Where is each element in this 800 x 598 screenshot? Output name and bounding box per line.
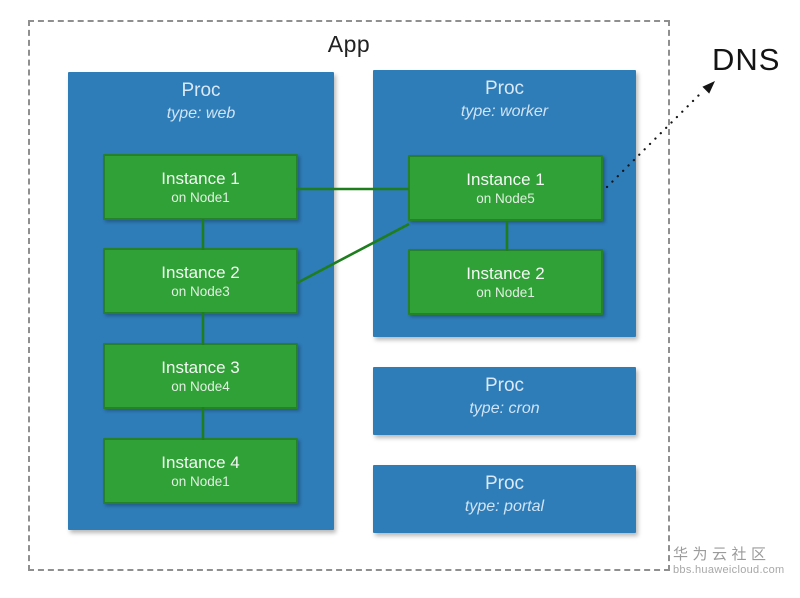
- proc-box-portal: Proc type: portal: [373, 465, 636, 533]
- proc-portal-header: Proc type: portal: [373, 465, 636, 518]
- instance-web-2: Instance 2 on Node3: [103, 248, 298, 314]
- proc-worker-title: Proc: [484, 78, 525, 99]
- proc-portal-title: Proc: [484, 473, 525, 494]
- instance-worker-1: Instance 1 on Node5: [408, 155, 603, 221]
- instance-node: on Node1: [476, 285, 535, 300]
- instance-name: Instance 1: [161, 169, 240, 188]
- instance-node: on Node5: [476, 191, 535, 206]
- instance-name: Instance 1: [466, 170, 545, 189]
- dns-label: DNS: [712, 42, 781, 77]
- proc-cron-type-label: type: cron: [469, 400, 540, 417]
- proc-cron-header: Proc type: cron: [373, 367, 636, 420]
- proc-cron-title: Proc: [484, 375, 525, 396]
- proc-box-cron: Proc type: cron: [373, 367, 636, 435]
- instance-name: Instance 4: [161, 453, 240, 472]
- proc-worker-header: Proc type: worker: [373, 70, 636, 123]
- proc-box-web: Proc type: web Instance 1 on Node1 Insta…: [68, 72, 334, 530]
- proc-portal-type-label: type: portal: [464, 498, 545, 515]
- instance-node: on Node1: [171, 190, 230, 205]
- proc-web-title: Proc: [181, 80, 221, 101]
- proc-web-type-label: type: web: [166, 105, 236, 122]
- app-boundary-box: [28, 20, 670, 571]
- dns-arrowhead-icon: [702, 81, 715, 94]
- proc-worker-type-label: type: worker: [460, 103, 549, 120]
- instance-name: Instance 2: [466, 264, 545, 283]
- instance-node: on Node1: [171, 474, 230, 489]
- instance-node: on Node3: [171, 284, 230, 299]
- proc-box-worker: Proc type: worker Instance 1 on Node5 In…: [373, 70, 636, 337]
- proc-web-header: Proc type: web: [68, 72, 334, 125]
- watermark: 华为云社区 bbs.huaweicloud.com: [673, 546, 784, 577]
- watermark-url-text: bbs.huaweicloud.com: [673, 564, 785, 576]
- instance-web-4: Instance 4 on Node1: [103, 438, 298, 504]
- watermark-community-text: 华为云社区: [673, 546, 771, 563]
- instance-web-3: Instance 3 on Node4: [103, 343, 298, 409]
- app-title: App: [327, 31, 371, 57]
- instance-web-1: Instance 1 on Node1: [103, 154, 298, 220]
- instance-worker-2: Instance 2 on Node1: [408, 249, 603, 315]
- instance-node: on Node4: [171, 379, 230, 394]
- instance-name: Instance 2: [161, 263, 240, 282]
- instance-name: Instance 3: [161, 358, 240, 377]
